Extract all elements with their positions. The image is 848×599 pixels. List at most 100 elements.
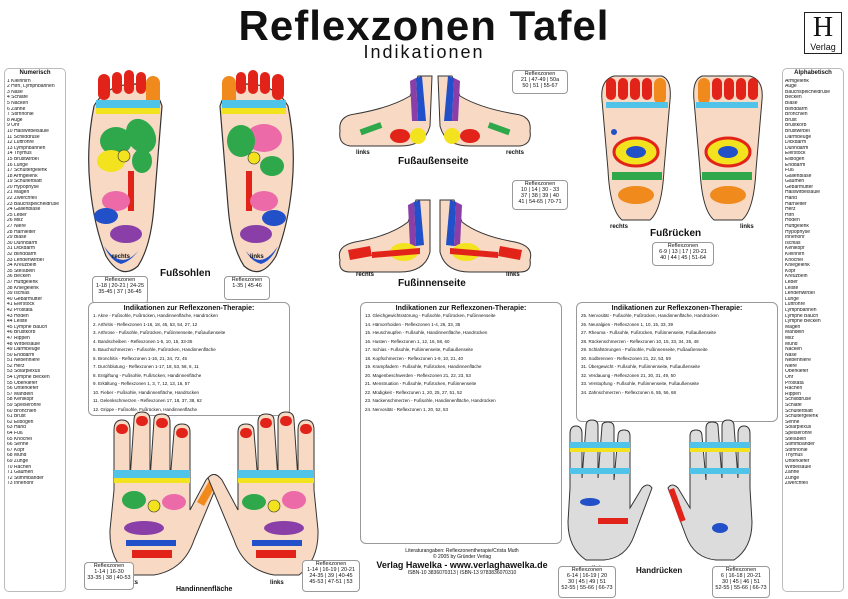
list-item: 13 Lymphbahnen (7, 145, 46, 151)
foot-soles-left-label: links (250, 254, 264, 260)
toe-zone (98, 74, 110, 100)
outer-side-diagram (339, 75, 531, 147)
list-item: 64 Fuß (7, 431, 23, 436)
list-item: 28 Harnleiter (7, 229, 36, 235)
outer-side-right-foot (437, 75, 531, 147)
list-item: 68 Mund (7, 453, 27, 459)
list-item: 27. Rheuma - Fußsohle, Fußrücken, Fußinn… (581, 330, 717, 335)
list-item: 19. Krampfadern - Fußsohle, Fußrücken, H… (365, 364, 482, 369)
footer-isbn: ISBN-10 3836070313 | ISBN-13 97838360703… (407, 570, 517, 576)
list-item: 60 Bronchien (7, 408, 37, 414)
list-item: Lendenwirbel (785, 291, 815, 297)
list-item: 16. Husten - Reflexzonen 1, 12, 16, 58, … (365, 338, 450, 344)
list-item: 63 Hand (7, 425, 26, 431)
foot-back-right-label: rechts (610, 224, 629, 230)
list-item: 46 Brustkorb (7, 330, 36, 336)
foot-back-left (693, 75, 763, 221)
list-item: 71 Gaumen (7, 470, 34, 476)
list-item: 56 Unterkiefer (7, 386, 39, 392)
indications-panel-2: Indikationen zur Reflexzonen-Therapie: 1… (360, 302, 562, 544)
list-item: 43 Hoden (7, 313, 29, 319)
list-item: 4 Schläfe (7, 95, 28, 101)
list-item: 73 Innenohr (7, 481, 34, 487)
indications-panel-3: Indikationen zur Reflexzonen-Therapie: 2… (576, 302, 778, 422)
outer-side-zones-box: Reflexzonen 21 | 47-49 | 50a 50 | 51 | 5… (512, 70, 568, 94)
list-item: Niere (785, 363, 797, 369)
list-item: Ischias (785, 240, 801, 246)
list-item: Blinddarm (785, 106, 808, 112)
list-item: 26 Milz (7, 218, 23, 224)
list-item: 32 Blinddarm (7, 252, 37, 257)
list-item: 12. Grippe - Fußsohle, Fußrücken, Handin… (93, 406, 198, 412)
list-item: 39 Ischias (7, 291, 30, 297)
list-item: Steißbein (785, 436, 807, 442)
indications-panel-2-list: 13. Gleichgewichtsstörung - Fußsohle, Fu… (361, 312, 561, 414)
list-item: Dünndarm (785, 145, 809, 151)
list-item: 66 Sehne (7, 442, 29, 448)
list-item: Schultergelenk (785, 414, 819, 420)
list-item: Kreuzbein (785, 274, 808, 280)
list-item: 22. Müdigkeit - Reflexzonen 1, 20, 25, 2… (365, 389, 463, 395)
list-item: 44 Leiste (7, 319, 28, 325)
hand-back-diagram (567, 419, 753, 561)
list-item: 37 Hüftgelenk (7, 279, 38, 285)
inner-side-right-foot (439, 199, 532, 273)
list-item: 33 Lendenwirbel (7, 257, 44, 263)
foot-soles-right-label: rechts (112, 254, 131, 260)
list-item: 5. Bauchschmerzen - Fußsohle, Fußrücken,… (93, 347, 216, 352)
list-item: 36 Becken (7, 274, 31, 280)
list-item: Auge (785, 84, 797, 90)
footer: Literaturangaben: Reflexzonentherapie/Cr… (362, 548, 562, 576)
list-item: Hand (785, 196, 797, 202)
list-item: Brustkorb (785, 123, 807, 129)
list-item: 25 Leber (7, 212, 27, 218)
list-item: 3 Nase (7, 89, 23, 95)
list-item: 11. Gelenkschmerzen - Reflexzonen 17, 18… (93, 398, 202, 403)
list-item: Kleinhirn (785, 252, 805, 257)
logo-text: Verlag (810, 42, 836, 52)
left-palm (207, 411, 319, 576)
inner-side-left-label: rechts (356, 272, 375, 278)
hand-palms-zones-box-left: Reflexzonen 1-14 | 16-19 | 20-21 24-35 |… (302, 560, 360, 592)
list-item: Zunge (785, 475, 800, 481)
right-sole (88, 70, 163, 273)
list-item: 53 Solarplexus (7, 369, 41, 375)
hand-palms-zones-box-right: Reflexzonen 1-14 | 16-30 33-35 | 38 | 40… (84, 562, 134, 590)
hand-back-zones-box-left: Reflexzonen 6-14 | 16-19 | 20 30 | 45 | … (558, 566, 616, 598)
list-item: Lymphe Bauch (785, 313, 819, 319)
logo-letter: H (812, 12, 834, 43)
list-item: 30. Sodbrennen - Reflexzonen 21, 22, 53,… (581, 355, 671, 361)
list-item: 9. Erkältung - Reflexzonen 1, 3, 7, 12, … (93, 381, 190, 386)
foot-back-label: Fußrücken (650, 228, 702, 239)
list-item: Halswirbelsäule (785, 190, 821, 196)
list-item: 19 Schulterblatt (7, 179, 42, 185)
list-item: 57 Mandeln (7, 391, 34, 397)
list-item: Armgelenk (785, 78, 809, 84)
list-item: 23. Nackenschmerzen - Fußsohle, Handinne… (365, 398, 496, 403)
footer-literature: Literaturangaben: Reflexzonentherapie/Cr… (405, 548, 519, 554)
inner-side-left-foot (338, 199, 431, 273)
list-item: 72 Stimmbänder (7, 475, 44, 481)
list-item: 14 Thymus (7, 151, 32, 157)
list-item: Mund (785, 341, 798, 347)
list-item: Mandeln (785, 330, 805, 336)
list-item: Wirbelsäule (785, 464, 812, 470)
list-item: 55 Oberkiefer (7, 380, 38, 386)
foot-soles-zones-box-right: Reflexzonen 1-18 | 20-21 | 24-25 35-45 |… (92, 276, 148, 304)
hand-palms-left-label: links (270, 580, 284, 586)
inner-side-zones-box: Reflexzonen 10 | 14 | 30 - 33 37 | 38 | … (512, 180, 568, 210)
hand-palms-label: Handinnenfläche (176, 586, 233, 593)
alphabetic-index-heading: Alphabetisch (794, 70, 832, 76)
list-item: Nebenniere (785, 358, 811, 364)
list-item: Brustwirbel (785, 128, 810, 134)
foot-soles-zones-box-left: Reflexzonen 1-35 | 45-46 (224, 276, 270, 300)
list-item: 29. Schlafstörungen - Fußsohle, Fußinnen… (581, 347, 708, 352)
list-item: Leiste (785, 285, 799, 291)
list-item: 54 Lymphe Becken (7, 375, 50, 381)
list-item: 24. Nervosität - Reflexzonen 1, 20, 52, … (365, 406, 449, 412)
list-item: Magen (785, 324, 801, 330)
list-item: 7 Stirnhöhle (7, 112, 34, 118)
list-item: 38 Kniegelenk (7, 285, 39, 291)
indications-panel-3-list: 25. Nervosität - Fußsohle, Fußrücken, Ha… (577, 312, 777, 397)
